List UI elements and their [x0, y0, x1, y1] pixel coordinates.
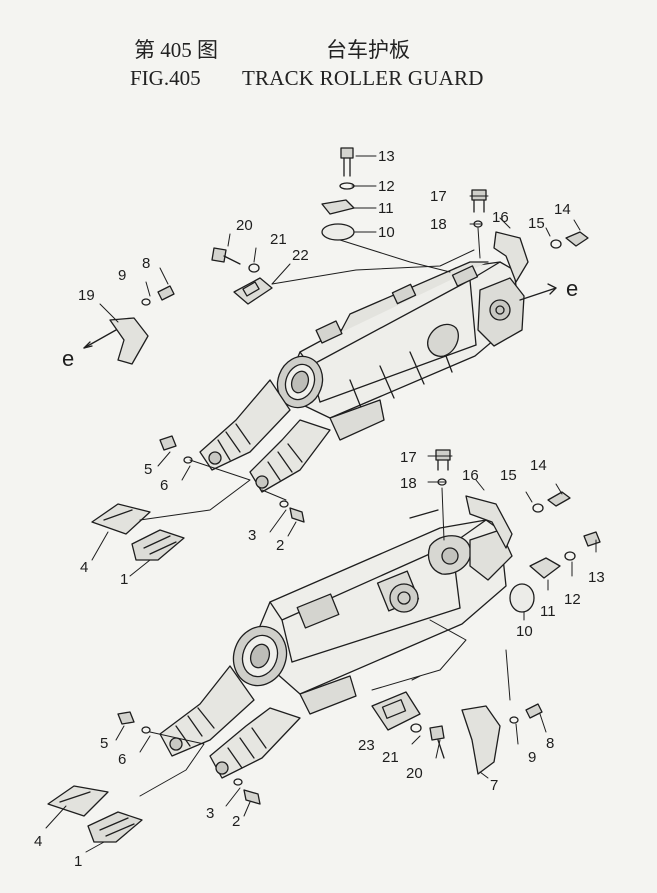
callout-1: 1 [120, 571, 128, 588]
callout-7: 7 [490, 777, 498, 794]
callout-18: 18 [430, 216, 447, 233]
callout-20: 20 [406, 765, 423, 782]
callout-15: 15 [528, 215, 545, 232]
callout-13: 13 [588, 569, 605, 586]
callout-3: 3 [248, 527, 256, 544]
callout-13: 13 [378, 148, 395, 165]
callout-21: 21 [382, 749, 399, 766]
callout-6: 6 [160, 477, 168, 494]
callout-14: 14 [530, 457, 547, 474]
callout-8: 8 [546, 735, 554, 752]
callout-12: 12 [378, 178, 395, 195]
callout-23: 23 [358, 737, 375, 754]
callout-11: 11 [378, 200, 394, 217]
figure-number-cn: 第 405 图 [134, 38, 218, 62]
callouts-upper: 13 12 11 10 17 18 16 15 14 20 21 22 9 8 … [78, 148, 571, 588]
callout-11: 11 [540, 603, 556, 620]
callout-10: 10 [516, 623, 533, 640]
callout-19: 19 [78, 287, 95, 304]
callout-4: 4 [80, 559, 88, 576]
callout-22: 22 [292, 247, 309, 264]
callout-4: 4 [34, 833, 42, 850]
figure-title-en: TRACK ROLLER GUARD [242, 66, 484, 90]
direction-arrow-lower [409, 509, 439, 519]
direction-arrows-upper [83, 283, 557, 349]
figure-number-en: FIG.405 [130, 66, 201, 90]
callout-5: 5 [144, 461, 152, 478]
callout-9: 9 [118, 267, 126, 284]
callout-3: 3 [206, 805, 214, 822]
callout-9: 9 [528, 749, 536, 766]
callout-18: 18 [400, 475, 417, 492]
upper-parts [91, 147, 589, 561]
callout-20: 20 [236, 217, 253, 234]
callouts-lower: 17 18 16 15 14 13 12 11 10 23 21 20 9 8 … [34, 449, 605, 870]
lower-track-frame [159, 519, 513, 779]
callout-16: 16 [462, 467, 479, 484]
callout-8: 8 [142, 255, 150, 272]
callout-21: 21 [270, 231, 287, 248]
lower-leaders [45, 455, 597, 853]
callout-17: 17 [400, 449, 417, 466]
callout-14: 14 [554, 201, 571, 218]
callout-1: 1 [74, 853, 82, 870]
callout-2: 2 [276, 537, 284, 554]
callout-16: 16 [492, 209, 509, 226]
direction-label-e: e [62, 346, 74, 371]
callout-10: 10 [378, 224, 395, 241]
callout-12: 12 [564, 591, 581, 608]
callout-15: 15 [500, 467, 517, 484]
lower-parts [47, 449, 601, 843]
upper-leaders [91, 155, 581, 577]
callout-5: 5 [100, 735, 108, 752]
callout-6: 6 [118, 751, 126, 768]
figure-title-cn: 台车护板 [326, 38, 410, 62]
callout-2: 2 [232, 813, 240, 830]
direction-label-e: e [566, 276, 578, 301]
callout-17: 17 [430, 188, 447, 205]
